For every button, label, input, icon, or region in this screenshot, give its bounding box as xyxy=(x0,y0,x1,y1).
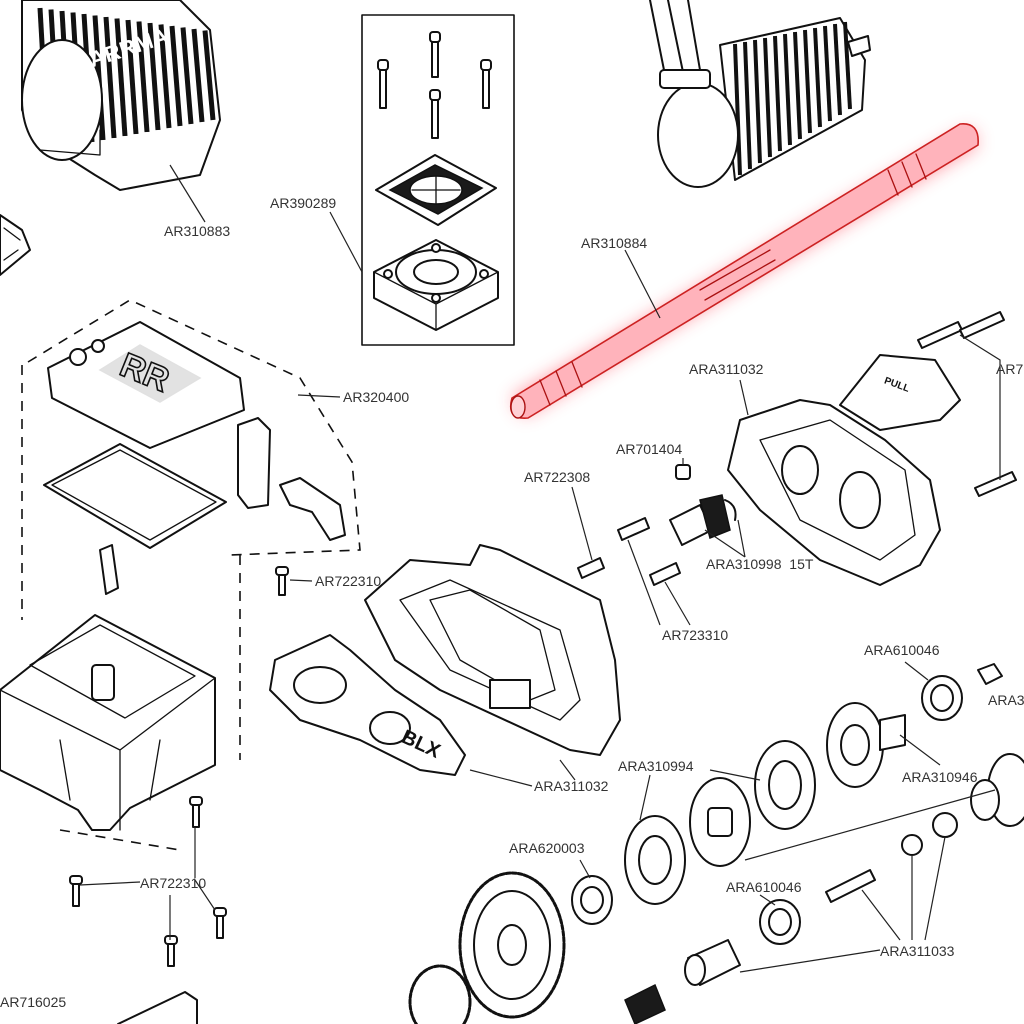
cooling-fan xyxy=(373,239,499,331)
label-ar310884: AR310884 xyxy=(581,235,647,251)
idler-gear xyxy=(408,964,472,1024)
slipper-pad-left xyxy=(624,815,686,905)
heatsink-fin xyxy=(136,21,150,133)
outdrive-cup xyxy=(970,753,1024,827)
box-group-outline xyxy=(59,555,241,851)
motor-fin xyxy=(833,23,842,116)
label-ara310946: ARA310946 xyxy=(902,769,978,785)
box-seal-gasket xyxy=(43,443,227,549)
bearing-610046-bottom[interactable] xyxy=(759,899,801,945)
heatsink-fin xyxy=(180,27,194,125)
screw-ar722310-mid xyxy=(275,566,289,596)
screw-ar722308 xyxy=(577,557,605,579)
motor-part[interactable] xyxy=(649,0,871,188)
label-ar716025: AR716025 xyxy=(0,994,66,1010)
screw-bottom-a xyxy=(189,796,203,828)
label-ara311032-bottom: ARA311032 xyxy=(534,778,609,794)
heatsink-fin xyxy=(158,24,172,129)
heatsink-part[interactable]: ARRMA xyxy=(21,0,221,191)
fan-screw-left xyxy=(377,59,389,109)
heatsink-fin xyxy=(125,19,139,135)
motor-fin xyxy=(813,27,822,128)
small-washer xyxy=(901,834,923,856)
heatsink-fin xyxy=(114,18,128,137)
bearing-620003[interactable] xyxy=(571,875,613,925)
motor-fin xyxy=(823,25,832,122)
motor-fin xyxy=(773,35,782,152)
bearing-top[interactable] xyxy=(921,675,963,721)
label-ara310998: ARA310998 15T xyxy=(706,556,814,572)
label-ara311032-top: ARA311032 xyxy=(689,361,764,377)
label-ar390289: AR390289 xyxy=(270,195,336,211)
motor-plate[interactable]: BLX xyxy=(269,634,466,776)
motor-fin xyxy=(743,41,752,170)
fan-kit-box[interactable] xyxy=(361,14,515,346)
fan-screw-right xyxy=(480,59,492,109)
left-fan-fragment xyxy=(0,214,31,276)
slipper-hub[interactable] xyxy=(826,702,906,788)
label-ar722310-mid: AR722310 xyxy=(315,573,381,589)
fan-grille xyxy=(375,154,497,226)
label-ar723310: AR723310 xyxy=(662,627,728,643)
set-screw xyxy=(675,464,691,480)
label-ar320400: AR320400 xyxy=(343,389,409,405)
spur-gear[interactable] xyxy=(458,871,566,1019)
pinion-gear[interactable] xyxy=(669,494,731,546)
slipper-plate[interactable] xyxy=(689,777,751,867)
motor-fin xyxy=(753,39,762,164)
lid-group-outline xyxy=(21,299,361,620)
heatsink-fin xyxy=(147,22,161,131)
screw-bottom-c xyxy=(213,907,227,939)
label-ara610046-bottom: ARA610046 xyxy=(726,879,802,895)
heatsink-fin xyxy=(191,28,205,123)
screw-ar723310-a xyxy=(617,517,650,541)
fan-screw-center xyxy=(429,89,441,139)
box-clip xyxy=(99,544,119,595)
motor-fin xyxy=(763,37,772,158)
splined-shaft xyxy=(624,983,666,1024)
label-ar722308: AR722308 xyxy=(524,469,590,485)
label-ar701404: AR701404 xyxy=(616,441,682,457)
receiver-box-lid[interactable]: RR xyxy=(47,321,245,449)
label-ara311033: ARA311033 xyxy=(880,943,955,959)
heatsink-fin xyxy=(103,16,117,139)
motor-fin xyxy=(843,21,852,110)
screw-bottom-b xyxy=(69,875,83,907)
heatsink-fin xyxy=(202,30,216,121)
gearbox-housing[interactable] xyxy=(364,544,621,756)
spring xyxy=(932,812,958,838)
heatsink-fin xyxy=(169,25,183,127)
leader-lines xyxy=(79,164,1001,973)
receiver-box-body[interactable] xyxy=(0,614,216,831)
drive-cup xyxy=(684,939,741,986)
motor-fin xyxy=(793,31,802,140)
gearbox-cover[interactable]: PULL xyxy=(727,354,961,586)
bottom-panel-fragment xyxy=(117,991,198,1024)
nut-right xyxy=(977,663,1003,685)
screw-ar723310-b xyxy=(649,562,681,586)
label-ara3-right: ARA3 xyxy=(988,692,1024,708)
long-screw xyxy=(825,869,876,903)
screw-bottom-d xyxy=(164,935,178,967)
label-ara310994: ARA310994 xyxy=(618,758,694,774)
label-ar7-right: AR7 xyxy=(996,361,1023,377)
motor-fin xyxy=(733,43,742,176)
label-ara610046-top: ARA610046 xyxy=(864,642,940,658)
box-latch xyxy=(237,417,346,541)
motor-fin xyxy=(783,33,792,146)
part-labels: AR310883 AR390289 AR310884 AR320400 ARA3… xyxy=(0,195,1024,1010)
e-clip xyxy=(724,499,737,521)
label-ara620003: ARA620003 xyxy=(509,840,585,856)
motor-fin xyxy=(803,29,812,134)
slipper-pad-right xyxy=(754,740,816,830)
label-ar310883: AR310883 xyxy=(164,223,230,239)
label-ar722310-bottom: AR722310 xyxy=(140,875,206,891)
fan-screw-top xyxy=(429,31,441,78)
motor-shaft-highlighted[interactable] xyxy=(509,123,979,419)
